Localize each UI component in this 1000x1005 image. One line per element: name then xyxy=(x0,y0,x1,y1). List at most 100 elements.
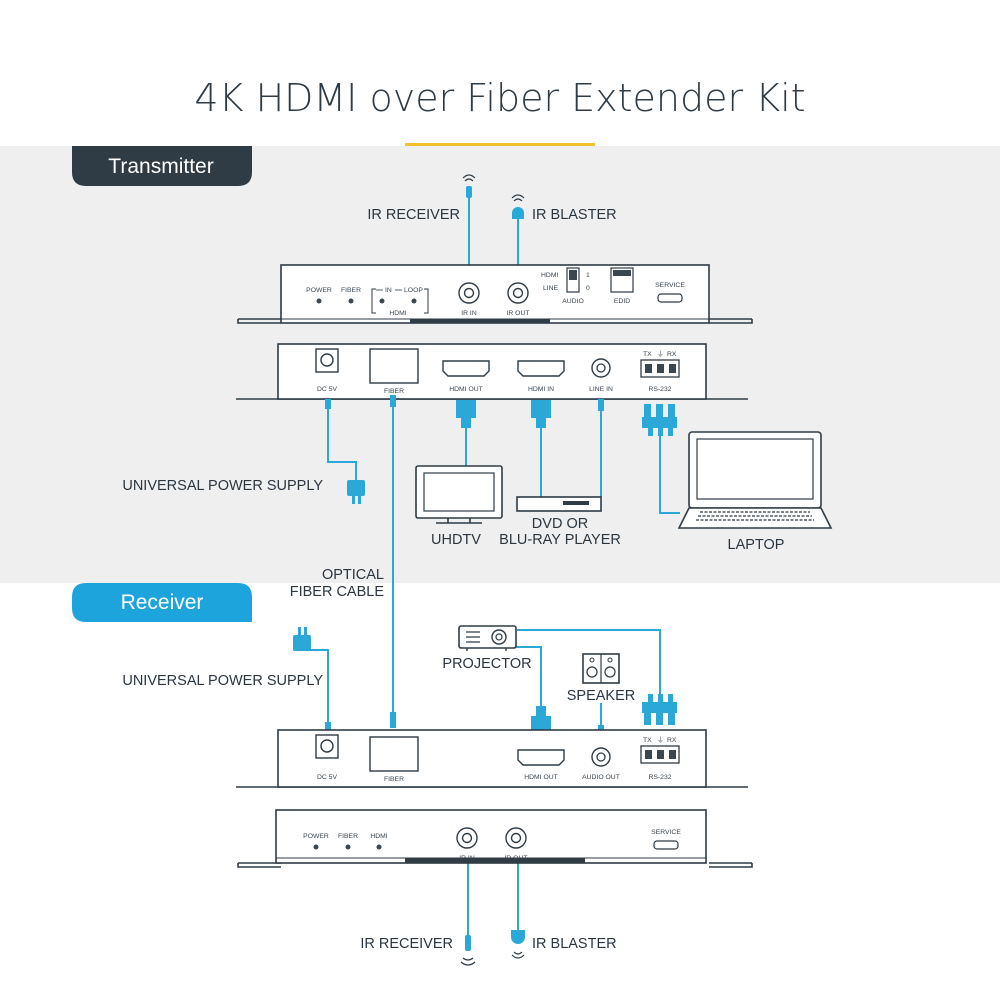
tx-switch-0-label: 0 xyxy=(586,285,590,292)
svg-text:⏚: ⏚ xyxy=(657,736,664,744)
speaker-label: SPEAKER xyxy=(567,688,636,704)
tx-audio-label: AUDIO xyxy=(562,298,584,305)
tx-hdmi-out-label: HDMI OUT xyxy=(449,386,483,393)
tx-power-supply-icon xyxy=(347,480,365,504)
rx-service-label: SERVICE xyxy=(651,829,681,836)
rx-audio-out-jack xyxy=(591,747,611,767)
cables xyxy=(302,196,680,935)
tx-switch-line-label: LINE xyxy=(543,285,559,292)
ir-blaster-top-icon xyxy=(511,194,525,219)
tx-dc5v-port xyxy=(315,348,339,373)
ir-blaster-label-bottom: IR BLASTER xyxy=(532,936,617,952)
rx-rs232-cable xyxy=(517,629,661,694)
tx-hdmi-in-led xyxy=(379,298,385,304)
rx-ir-in-label: IR IN xyxy=(459,855,475,862)
rx-ir-out-label: IR OUT xyxy=(504,855,527,862)
svg-text:⏚: ⏚ xyxy=(657,350,664,358)
tx-dc5v-label: DC 5V xyxy=(317,386,337,393)
tx-front-hdmi-label: HDMI xyxy=(389,310,406,317)
tx-ir-in-jack xyxy=(458,282,480,304)
tx-rs232-rx-label: RX xyxy=(667,351,677,358)
rx-fiber-port xyxy=(369,736,419,772)
uhdtv-icon xyxy=(415,465,503,524)
rx-fiber-label: FIBER xyxy=(384,776,404,783)
speaker-icon xyxy=(582,653,620,684)
transmitter-tab-label: Transmitter xyxy=(108,155,213,178)
tx-switch-1-label: 1 xyxy=(586,272,590,279)
tx-service-port xyxy=(657,293,683,303)
tx-rs232-label: RS-232 xyxy=(648,386,671,393)
tx-power-supply-label: UNIVERSAL POWER SUPPLY xyxy=(122,478,323,494)
dvd-player-icon xyxy=(516,496,602,512)
laptop-icon xyxy=(677,431,833,529)
ir-blaster-bottom-icon xyxy=(511,930,525,959)
tx-front-in-label: IN xyxy=(385,287,392,294)
transmitter-front-panel: POWER FIBER IN LOOP HDMI IR IN IR OUT HD… xyxy=(237,264,753,324)
rx-power-cable xyxy=(302,649,329,733)
tx-edid-label: EDID xyxy=(614,298,630,305)
rx-service-port xyxy=(653,840,679,850)
ir-receiver-label-bottom: IR RECEIVER xyxy=(360,936,453,952)
ir-receiver-label-top: IR RECEIVER xyxy=(367,207,460,223)
tx-line-in-jack xyxy=(591,358,611,378)
rx-rs232-tx-label: TX xyxy=(643,737,652,744)
projector-label: PROJECTOR xyxy=(442,656,531,672)
ir-receiver-top-icon xyxy=(462,174,476,198)
ir-blaster-label-top: IR BLASTER xyxy=(532,207,617,223)
receiver-tab xyxy=(72,583,252,622)
tx-hdmi-loop-led xyxy=(411,298,417,304)
rx-rs232-label: RS-232 xyxy=(648,774,671,781)
tx-line-in-label: LINE IN xyxy=(589,386,613,393)
rx-hdmi-led xyxy=(376,844,382,850)
tx-ir-out-jack xyxy=(507,282,529,304)
rx-ir-out-jack xyxy=(505,827,527,849)
transmitter-rear-panel: DC 5V FIBER HDMI OUT HDMI IN LINE IN TX … xyxy=(236,343,748,400)
rx-rs232-rx-label: RX xyxy=(667,737,677,744)
dvd-label-line2: BLU-RAY PLAYER xyxy=(499,532,621,548)
tx-hdmi-out-port xyxy=(442,360,490,377)
receiver-front-panel: POWER FIBER HDMI IR IN IR OUT SERVICE xyxy=(237,809,753,868)
rx-hdmi-out-port xyxy=(517,749,565,766)
receiver-tab-label: Receiver xyxy=(121,591,204,614)
tx-hdmi-led-bracket xyxy=(371,288,429,314)
tx-ir-out-label: IR OUT xyxy=(506,310,529,317)
tx-fiber-label: FIBER xyxy=(384,388,404,395)
rx-dc5v-port xyxy=(315,734,339,759)
rx-front-power-label: POWER xyxy=(303,833,329,840)
transmitter-tab xyxy=(72,146,252,186)
tx-power-cable xyxy=(327,398,357,480)
rx-hdmi-out-label: HDMI OUT xyxy=(524,774,558,781)
rx-power-supply-icon xyxy=(293,627,311,651)
tx-rs232-tx-label: TX xyxy=(643,351,652,358)
optical-label-line2: FIBER CABLE xyxy=(290,584,385,600)
rx-ir-in-jack xyxy=(456,827,478,849)
tx-rs232-cable xyxy=(659,436,680,514)
optical-label-line1: OPTICAL xyxy=(322,567,384,583)
projector-icon xyxy=(458,625,517,651)
rx-fiber-led xyxy=(345,844,351,850)
page-title: 4K HDMI over Fiber Extender Kit xyxy=(194,76,805,120)
receiver-rear-panel: DC 5V FIBER HDMI OUT AUDIO OUT TX ⏚ RX R… xyxy=(236,729,748,788)
tx-front-loop-label: LOOP xyxy=(404,287,423,294)
rx-power-supply-label: UNIVERSAL POWER SUPPLY xyxy=(122,673,323,689)
dvd-label-line1: DVD OR xyxy=(532,516,588,532)
tx-service-label: SERVICE xyxy=(655,282,685,289)
rx-front-fiber-label: FIBER xyxy=(338,833,358,840)
rx-audio-out-label: AUDIO OUT xyxy=(582,774,620,781)
tx-front-power-label: POWER xyxy=(306,287,332,294)
rx-power-led xyxy=(313,844,319,850)
tx-plugs xyxy=(325,395,677,436)
title-underline xyxy=(405,143,595,146)
tx-fiber-port xyxy=(369,348,419,384)
rx-dc5v-label: DC 5V xyxy=(317,774,337,781)
tx-ir-in-label: IR IN xyxy=(461,310,477,317)
uhdtv-label: UHDTV xyxy=(431,532,481,548)
ir-receiver-bottom-icon xyxy=(460,935,476,966)
tx-fiber-led xyxy=(348,298,354,304)
tx-hdmi-in-port xyxy=(517,360,565,377)
laptop-label: LAPTOP xyxy=(728,537,785,553)
tx-power-led xyxy=(316,298,322,304)
tx-switch-hdmi-label: HDMI xyxy=(541,272,558,279)
